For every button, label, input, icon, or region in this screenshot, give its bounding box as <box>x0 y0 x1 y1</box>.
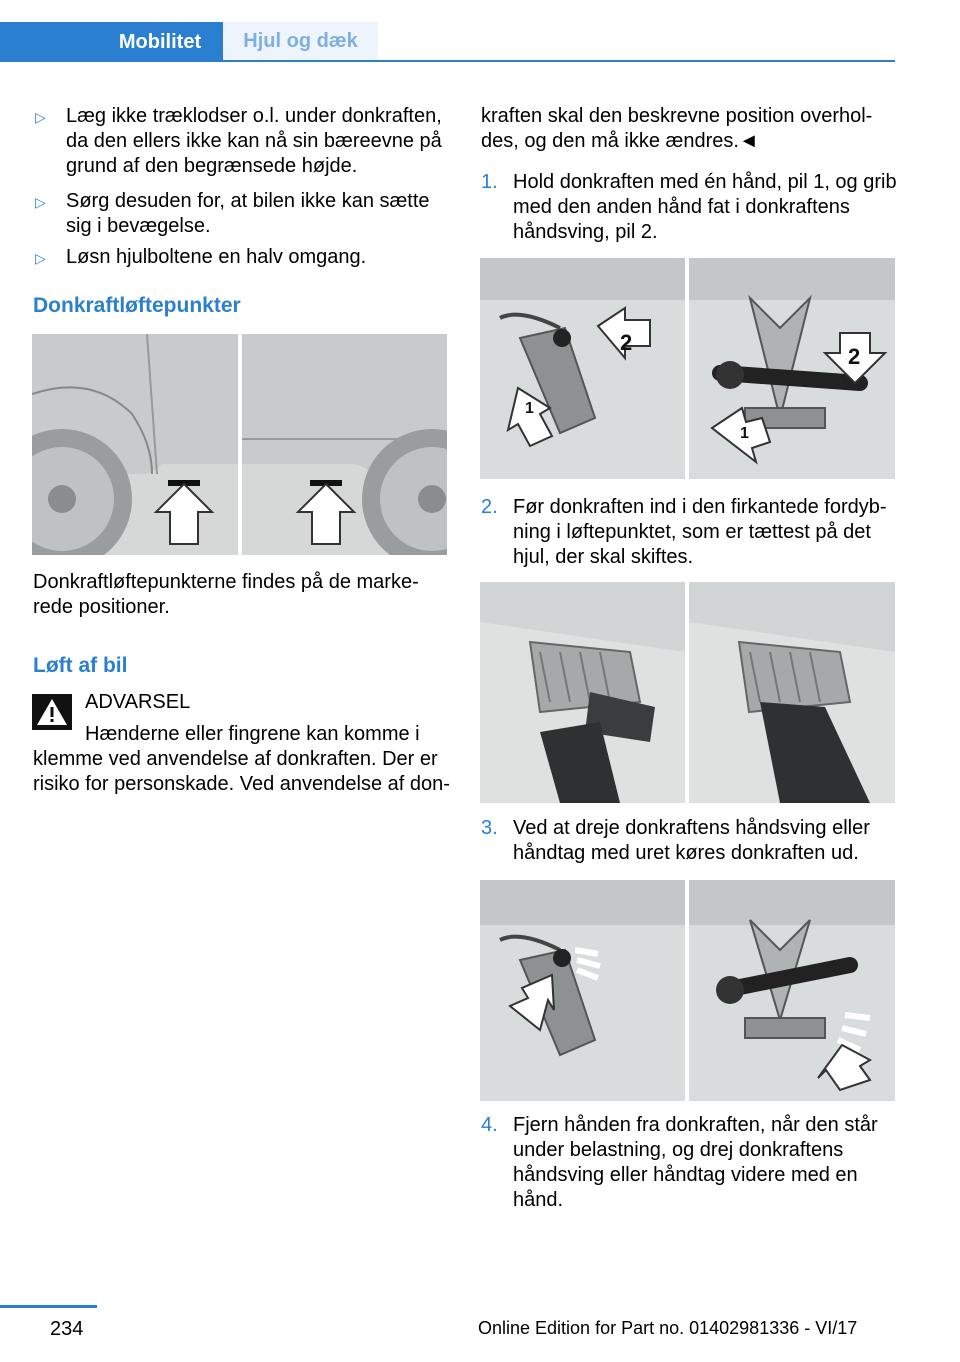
figure-step-1: 2 1 2 1 <box>480 258 895 479</box>
warning-line: klemme ved anvendelse af donkraften. Der… <box>33 748 438 770</box>
text-line: ning i løftepunktet, som er tættest på d… <box>513 521 871 543</box>
bullet-icon: ▷ <box>35 194 46 210</box>
step-text: Fjern hånden fra donkraften, når den stå… <box>513 1113 878 1213</box>
car-lift-points-illustration <box>32 334 447 555</box>
arrow-label-2: 2 <box>848 344 860 369</box>
bullet-item: Læg ikke træklodser o.l. under donkrafte… <box>66 104 442 179</box>
footer-rule <box>0 1305 97 1308</box>
jack-insert-illustration <box>480 582 895 803</box>
step-number: 3. <box>481 817 498 839</box>
bullet-item: Løsn hjulboltene en halv omgang. <box>66 245 366 270</box>
text-line: da den ellers ikke kan nå sin bæreevne p… <box>66 130 442 152</box>
text-line: Læg ikke træklodser o.l. under donkrafte… <box>66 105 442 127</box>
tab-mobilitet[interactable]: Mobilitet <box>97 22 223 62</box>
text-line: hjul, der skal skiftes. <box>513 546 694 568</box>
text-line: kraften skal den beskrevne position over… <box>481 105 873 127</box>
figure-step-3 <box>480 880 895 1101</box>
page-header: Mobilitet Hjul og dæk <box>0 0 895 62</box>
text-line: Fjern hånden fra donkraften, når den stå… <box>513 1114 878 1136</box>
text-line: hånd. <box>513 1189 564 1211</box>
jack-crank-illustration <box>480 880 895 1101</box>
section-heading-lift-car: Løft af bil <box>33 654 128 677</box>
warning-continuation: kraften skal den beskrevne position over… <box>481 104 872 154</box>
step-number: 2. <box>481 496 498 518</box>
footer-edition: Online Edition for Part no. 01402981336 … <box>478 1318 858 1338</box>
arrow-label-1: 1 <box>740 425 749 442</box>
warning-line: Hænderne eller fingrene kan komme i <box>85 723 420 745</box>
text-line: Sørg desuden for, at bilen ikke kan sætt… <box>66 190 430 212</box>
text-line: grund af den begrænsede højde. <box>66 155 358 177</box>
section-heading-lift-points: Donkraftløftepunkter <box>33 294 241 317</box>
page-number: 234 <box>50 1318 84 1340</box>
bullet-item: Sørg desuden for, at bilen ikke kan sætt… <box>66 189 430 239</box>
jack-hold-illustration: 2 1 2 1 <box>480 258 895 479</box>
text-line: under belastning, og drej donkraftens <box>513 1139 844 1161</box>
tab-hjul-og-daek[interactable]: Hjul og dæk <box>223 22 378 60</box>
arrow-label-2: 2 <box>620 330 632 355</box>
caption-lift-points: Donkraftløftepunkterne findes på de mark… <box>33 570 419 620</box>
text-line: sig i bevægelse. <box>66 215 211 237</box>
text-line: Ved at dreje donkraftens håndsving eller <box>513 817 870 839</box>
figure-step-2 <box>480 582 895 803</box>
text-line: des, og den må ikke ændres.◄ <box>481 130 759 152</box>
step-text: Ved at dreje donkraftens håndsving eller… <box>513 816 870 866</box>
bullet-icon: ▷ <box>35 109 46 125</box>
text-line: med den anden hånd fat i donkraftens <box>513 196 850 218</box>
text-line: håndsving, pil 2. <box>513 221 658 243</box>
text-line: Løsn hjulboltene en halv omgang. <box>66 246 367 268</box>
text-line: Før donkraften ind i den firkantede ford… <box>513 496 887 518</box>
header-accent-bar <box>0 22 97 62</box>
text-line: håndtag med uret køres donkraften ud. <box>513 842 859 864</box>
text-line: håndsving eller håndtag videre med en <box>513 1164 858 1186</box>
text-line: Donkraftløftepunkterne findes på de mark… <box>33 571 419 593</box>
bullet-icon: ▷ <box>35 250 46 266</box>
step-number: 4. <box>481 1114 498 1136</box>
warning-icon <box>32 694 72 730</box>
step-text: Før donkraften ind i den firkantede ford… <box>513 495 887 570</box>
arrow-label-1: 1 <box>525 400 534 417</box>
text-line: Hold donkraften med én hånd, pil 1, og g… <box>513 171 897 193</box>
step-number: 1. <box>481 171 498 193</box>
figure-lift-points <box>32 334 447 555</box>
step-text: Hold donkraften med én hånd, pil 1, og g… <box>513 170 897 245</box>
warning-line: risiko for personskade. Ved anvendelse a… <box>33 773 450 795</box>
text-line: rede positioner. <box>33 596 170 618</box>
warning-label: ADVARSEL <box>85 691 191 713</box>
header-rule <box>0 60 895 62</box>
